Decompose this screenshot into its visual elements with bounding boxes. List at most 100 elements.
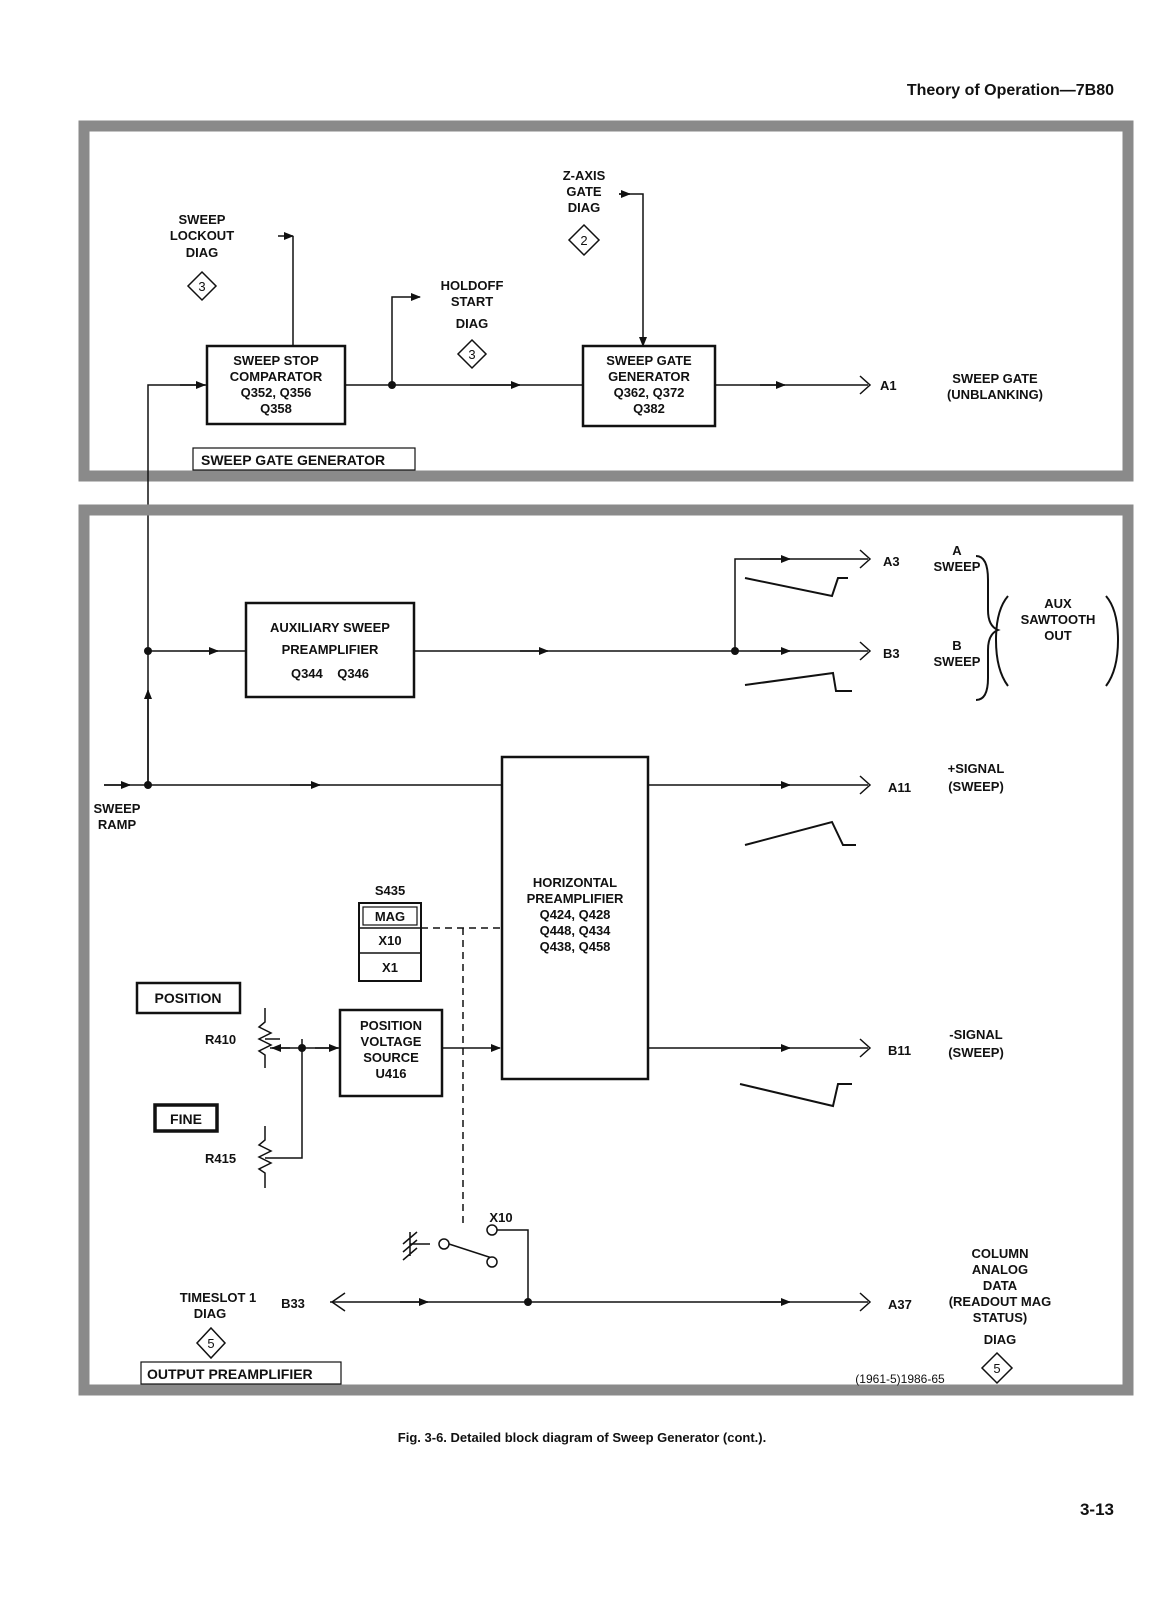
sweep-lockout-label: SWEEP LOCKOUT DIAG — [170, 212, 234, 260]
svg-text:Z-AXIS: Z-AXIS — [563, 168, 606, 183]
svg-text:A11: A11 — [888, 780, 911, 795]
output-a37-column-analog-data: A37 COLUMN ANALOG DATA (READOUT MAG STAT… — [888, 1246, 1051, 1347]
svg-text:A3: A3 — [883, 554, 900, 569]
svg-text:B: B — [952, 638, 961, 653]
svg-text:DIAG: DIAG — [194, 1306, 227, 1321]
svg-text:DIAG: DIAG — [568, 200, 601, 215]
output-preamplifier-label: OUTPUT PREAMPLIFIER — [140, 1361, 342, 1385]
svg-text:A1: A1 — [880, 378, 897, 393]
diag-5-column-analog[interactable]: 5 — [980, 1351, 1014, 1385]
diag-5-timeslot[interactable]: 5 — [195, 1326, 227, 1360]
svg-text:Q358: Q358 — [260, 401, 292, 416]
svg-text:TIMESLOT 1: TIMESLOT 1 — [180, 1290, 257, 1305]
s435-mag-switch[interactable]: S435 MAG X10 X1 — [358, 883, 422, 982]
holdoff-start-label: HOLDOFF START DIAG — [441, 278, 504, 331]
timeslot-1-label: TIMESLOT 1 DIAG — [180, 1290, 257, 1321]
diag-2-zaxis[interactable]: 2 — [567, 223, 601, 257]
svg-text:Q448, Q434: Q448, Q434 — [540, 923, 612, 938]
b33-label: B33 — [281, 1296, 305, 1311]
svg-text:Q382: Q382 — [633, 401, 665, 416]
svg-text:(SWEEP): (SWEEP) — [948, 779, 1004, 794]
output-a11-plus-signal: A11 +SIGNAL (SWEEP) — [888, 761, 1004, 795]
svg-text:ANALOG: ANALOG — [972, 1262, 1028, 1277]
output-preamplifier-frame — [78, 504, 1134, 1396]
svg-text:SWEEP: SWEEP — [94, 801, 141, 816]
horizontal-preamplifier-block[interactable]: HORIZONTAL PREAMPLIFIER Q424, Q428 Q448,… — [500, 755, 650, 1081]
svg-text:Q352, Q356: Q352, Q356 — [241, 385, 312, 400]
figure-caption: Fig. 3-6. Detailed block diagram of Swee… — [397, 1430, 767, 1445]
page-header: Theory of Operation—7B80 — [906, 82, 1114, 99]
diag-3-holdoff[interactable]: 3 — [456, 338, 488, 370]
svg-text:SWEEP GATE: SWEEP GATE — [606, 353, 692, 368]
output-a1-sweep-gate: A1 SWEEP GATE (UNBLANKING) — [880, 371, 1043, 402]
svg-text:Q424, Q428: Q424, Q428 — [540, 907, 611, 922]
svg-text:SWEEP GATE GENERATOR: SWEEP GATE GENERATOR — [201, 452, 385, 468]
svg-text:3: 3 — [468, 347, 475, 362]
svg-text:AUX: AUX — [1044, 596, 1072, 611]
sweep-gate-generator-frame — [78, 120, 1134, 482]
svg-text:RAMP: RAMP — [98, 817, 137, 832]
r415-potentiometer[interactable] — [257, 1039, 303, 1188]
svg-text:DATA: DATA — [983, 1278, 1018, 1293]
svg-text:OUT: OUT — [1044, 628, 1072, 643]
aux-sawtooth-braces — [975, 555, 1120, 701]
svg-text:3: 3 — [198, 279, 205, 294]
svg-text:X1: X1 — [382, 960, 398, 975]
svg-text:SAWTOOTH: SAWTOOTH — [1021, 612, 1096, 627]
sweep-stop-comparator-block[interactable]: SWEEP STOP COMPARATOR Q352, Q356 Q358 — [205, 344, 347, 426]
svg-text:(SWEEP): (SWEEP) — [948, 1045, 1004, 1060]
svg-text:(READOUT MAG: (READOUT MAG — [949, 1294, 1052, 1309]
svg-text:POSITION: POSITION — [155, 990, 222, 1006]
svg-text:A37: A37 — [888, 1297, 912, 1312]
svg-text:POSITION: POSITION — [360, 1018, 422, 1033]
svg-text:X10: X10 — [378, 933, 401, 948]
sweep-gate-generator-block[interactable]: SWEEP GATE GENERATOR Q362, Q372 Q382 — [581, 344, 717, 428]
svg-text:LOCKOUT: LOCKOUT — [170, 228, 234, 243]
svg-text:MAG: MAG — [375, 909, 405, 924]
svg-text:+SIGNAL: +SIGNAL — [948, 761, 1005, 776]
svg-text:DIAG: DIAG — [186, 245, 219, 260]
r410-potentiometer[interactable] — [257, 1008, 280, 1068]
svg-text:U416: U416 — [375, 1066, 406, 1081]
svg-text:DIAG: DIAG — [984, 1332, 1017, 1347]
a-sweep-waveform-icon — [744, 577, 848, 598]
svg-text:A: A — [952, 543, 962, 558]
page-number: 3-13 — [1079, 1500, 1114, 1519]
svg-text:SOURCE: SOURCE — [363, 1050, 419, 1065]
output-b3-b-sweep: B3 B SWEEP — [883, 638, 981, 669]
svg-text:FINE: FINE — [170, 1111, 202, 1127]
position-voltage-source-block[interactable]: POSITION VOLTAGE SOURCE U416 — [338, 1008, 444, 1098]
svg-text:HORIZONTAL: HORIZONTAL — [533, 875, 617, 890]
bottom-signal-wires — [104, 549, 872, 1312]
svg-text:COMPARATOR: COMPARATOR — [230, 369, 323, 384]
svg-text:B3: B3 — [883, 646, 900, 661]
zaxis-gate-label: Z-AXIS GATE DIAG — [563, 168, 606, 215]
output-b11-minus-signal: B11 -SIGNAL (SWEEP) — [888, 1027, 1004, 1060]
svg-text:STATUS): STATUS) — [973, 1310, 1027, 1325]
svg-text:5: 5 — [207, 1336, 214, 1351]
plus-signal-waveform-icon — [744, 820, 856, 846]
svg-text:2: 2 — [580, 233, 587, 248]
auxiliary-sweep-preamplifier-block[interactable]: AUXILIARY SWEEP PREAMPLIFIER Q344 Q346 — [244, 601, 416, 699]
diag-3-sweep-lockout[interactable]: 3 — [186, 270, 218, 302]
r410-label: R410 — [205, 1032, 236, 1047]
svg-text:5: 5 — [993, 1361, 1000, 1376]
svg-text:HOLDOFF: HOLDOFF — [441, 278, 504, 293]
position-control-label[interactable]: POSITION — [135, 981, 242, 1015]
fine-control-label[interactable]: FINE — [153, 1103, 219, 1133]
svg-text:(UNBLANKING): (UNBLANKING) — [947, 387, 1043, 402]
svg-text:SWEEP GATE: SWEEP GATE — [952, 371, 1038, 386]
svg-text:COLUMN: COLUMN — [971, 1246, 1028, 1261]
aux-sawtooth-out-label: AUX SAWTOOTH OUT — [1021, 596, 1096, 643]
svg-text:-SIGNAL: -SIGNAL — [949, 1027, 1003, 1042]
svg-text:GATE: GATE — [566, 184, 601, 199]
svg-text:SWEEP STOP: SWEEP STOP — [233, 353, 319, 368]
svg-text:Q438, Q458: Q438, Q458 — [540, 939, 611, 954]
svg-text:START: START — [451, 294, 493, 309]
b-sweep-waveform-icon — [744, 671, 852, 692]
x10-switch-label: X10 — [489, 1210, 512, 1225]
svg-text:SWEEP: SWEEP — [934, 559, 981, 574]
sweep-ramp-input-label: SWEEP RAMP — [94, 801, 141, 832]
svg-text:Q344 Q346: Q344 Q346 — [291, 666, 369, 681]
